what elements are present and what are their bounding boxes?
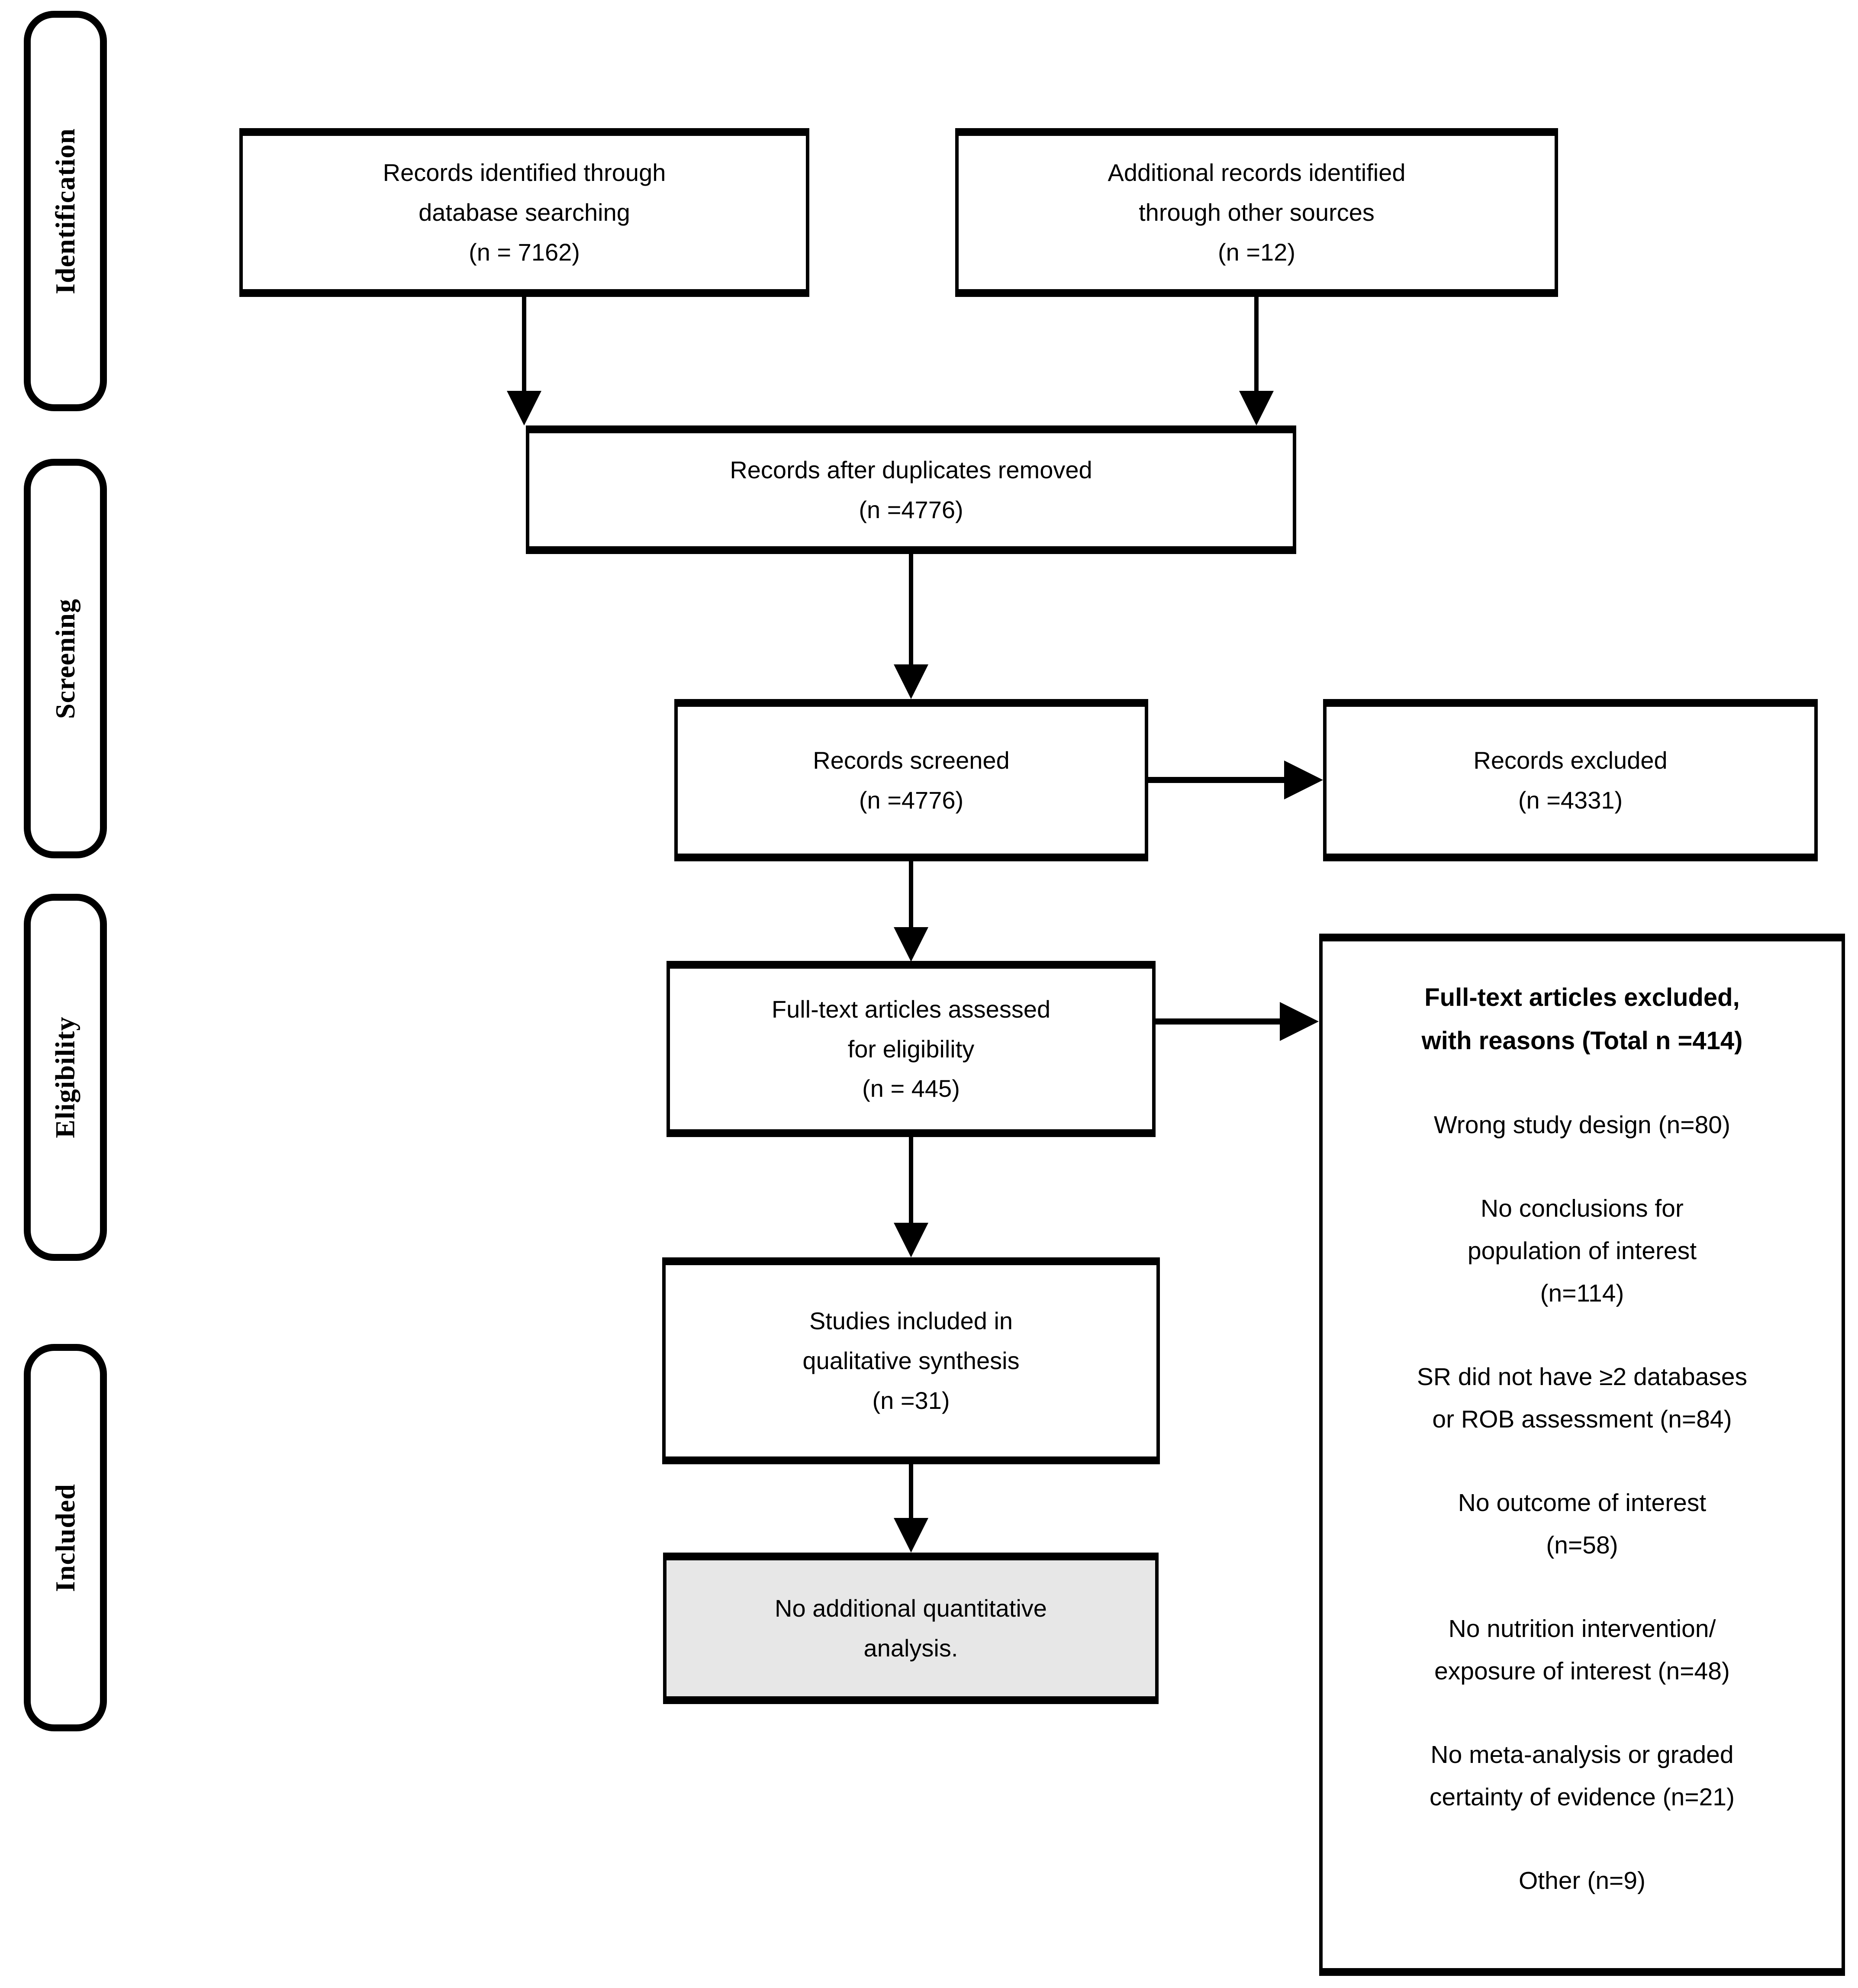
arrow-screened-to-fulltext-line bbox=[909, 859, 913, 928]
stage-eligibility-label: Eligibility bbox=[50, 1016, 81, 1138]
stage-eligibility: Eligibility bbox=[24, 894, 107, 1261]
fulltext-excluded-title: Full-text articles excluded,with reasons… bbox=[1421, 983, 1743, 1055]
arrow-screened-to-fulltext-head-icon bbox=[894, 927, 928, 962]
arrow-screened-to-excluded-head-icon bbox=[1284, 760, 1323, 799]
stage-screening: Screening bbox=[24, 459, 107, 858]
arrow-fulltext-to-qualitative-line bbox=[909, 1135, 913, 1224]
arrow-screened-to-excluded-line bbox=[1146, 777, 1285, 783]
arrow-fulltext-to-reasons-line bbox=[1153, 1018, 1281, 1025]
box-records-screened: Records screened(n =4776) bbox=[674, 699, 1148, 861]
arrow-additional-to-dedup-line bbox=[1254, 294, 1259, 392]
arrow-additional-to-dedup-head-icon bbox=[1239, 391, 1274, 425]
stage-identification-label: Identification bbox=[50, 128, 81, 294]
stage-screening-label: Screening bbox=[50, 598, 81, 719]
arrow-dedup-to-screened-head-icon bbox=[894, 664, 928, 699]
stage-included: Included bbox=[24, 1344, 107, 1731]
arrow-fulltext-to-qualitative-head-icon bbox=[894, 1223, 928, 1257]
exclusion-reason-no-outcome: No outcome of interest(n=58) bbox=[1458, 1489, 1707, 1559]
stage-included-label: Included bbox=[50, 1483, 81, 1592]
box-duplicates-removed: Records after duplicates removed(n =4776… bbox=[526, 425, 1296, 554]
arrow-qualitative-to-noquant-line bbox=[909, 1462, 913, 1518]
exclusion-reason-no-nutrition: No nutrition intervention/exposure of in… bbox=[1434, 1614, 1730, 1685]
box-fulltext-excluded-reasons: Full-text articles excluded,with reasons… bbox=[1319, 934, 1845, 1976]
box-records-excluded: Records excluded(n =4331) bbox=[1323, 699, 1818, 861]
arrow-fulltext-to-reasons-head-icon bbox=[1280, 1002, 1319, 1041]
arrow-dedup-to-screened-line bbox=[909, 552, 913, 664]
arrow-identified-to-dedup-head-icon bbox=[507, 391, 541, 425]
box-records-screened-text: Records screened(n =4776) bbox=[813, 746, 1010, 814]
box-duplicates-removed-text: Records after duplicates removed(n =4776… bbox=[730, 456, 1092, 523]
exclusion-reason-other: Other (n=9) bbox=[1518, 1866, 1646, 1895]
stage-identification: Identification bbox=[24, 11, 107, 411]
arrow-qualitative-to-noquant-head-icon bbox=[894, 1518, 928, 1553]
box-records-excluded-text: Records excluded(n =4331) bbox=[1473, 746, 1668, 814]
exclusion-reason-wrong-design: Wrong study design (n=80) bbox=[1434, 1111, 1730, 1139]
arrow-identified-to-dedup-line bbox=[522, 294, 526, 392]
